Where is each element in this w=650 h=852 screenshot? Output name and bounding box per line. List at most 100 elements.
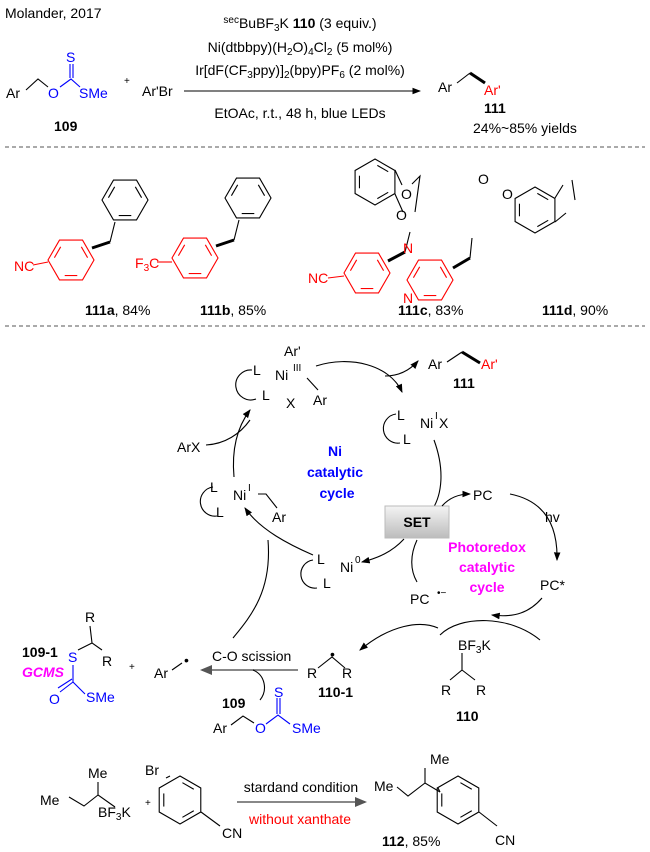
svg-text:O: O (396, 207, 407, 223)
excited-photocatalyst: PC* (540, 577, 565, 593)
benzene-ring (158, 775, 202, 825)
svg-text:Ar': Ar' (484, 82, 501, 98)
aryl-halide: ArX (177, 439, 201, 455)
product-111: Ar Ar' 111 24%~85% yields (438, 71, 577, 136)
condition-1: secBuBF3K 110 (3 equiv.) (223, 15, 376, 34)
svg-text:SMe: SMe (292, 720, 321, 736)
bond (478, 811, 498, 827)
svg-text:+: + (145, 798, 151, 809)
svg-text:Ar: Ar (428, 356, 442, 372)
svg-text:catalytic: catalytic (307, 464, 363, 480)
bond (215, 238, 235, 248)
svg-text:BF3K: BF3K (458, 637, 491, 656)
mechanism-product-111: Ar Ar' 111 (428, 350, 498, 391)
svg-text:Ar: Ar (313, 392, 327, 408)
bond (349, 259, 358, 271)
svg-text:NC: NC (14, 258, 34, 274)
svg-text:Photoredox: Photoredox (448, 539, 526, 555)
svg-text:III: III (293, 363, 301, 374)
svg-text:Ni: Ni (233, 487, 246, 503)
svg-text:109-1: 109-1 (22, 644, 58, 660)
bond (571, 179, 576, 201)
set-box (384, 505, 450, 539)
svg-text:X: X (439, 415, 449, 431)
svg-text:cycle: cycle (319, 485, 354, 501)
condition-2: Ni(dtbbpy)(H2O)4Cl2 (5 mol%) (208, 39, 393, 58)
bond (53, 246, 62, 258)
svg-text:N: N (403, 290, 413, 306)
svg-text:111: 111 (453, 375, 475, 391)
svg-text:PC: PC (410, 591, 429, 607)
svg-text:S: S (68, 649, 77, 665)
svg-text:L: L (397, 407, 405, 423)
benzene-ring (224, 177, 272, 219)
svg-text:Me: Me (88, 765, 108, 781)
svg-text:Ar': Ar' (481, 356, 498, 372)
svg-text:Ni: Ni (420, 415, 433, 431)
control-reactant-borate: Me Me BF3K (40, 765, 131, 823)
bond (404, 231, 411, 253)
svg-text:L: L (262, 387, 270, 403)
bond (204, 244, 213, 256)
benzene-ring (514, 186, 556, 234)
svg-text:•: • (330, 646, 335, 662)
aryl-bromide: Ar'Br (142, 83, 173, 99)
bond (182, 810, 195, 818)
svg-text:109: 109 (222, 695, 246, 711)
svg-text:L: L (403, 431, 411, 447)
svg-text:Me: Me (430, 751, 450, 767)
svg-text:F3C: F3C (135, 255, 159, 274)
svg-text:Me: Me (374, 778, 394, 794)
svg-text:Ar: Ar (213, 720, 227, 736)
bond (177, 244, 186, 256)
benzene-ring (436, 775, 480, 825)
bond (134, 186, 143, 198)
svg-text:X: X (286, 395, 296, 411)
benzene-ring (343, 252, 391, 294)
svg-text:S: S (66, 49, 75, 65)
control-product: 112, 85% (382, 833, 440, 849)
bond (537, 192, 549, 201)
bond (469, 237, 473, 259)
bond (439, 266, 448, 278)
svg-text:BF3K: BF3K (98, 804, 131, 823)
svg-text:O: O (502, 186, 513, 202)
svg-text:O: O (49, 691, 60, 707)
bond (412, 266, 421, 278)
bond (452, 256, 471, 270)
svg-text:GCMS: GCMS (22, 664, 65, 680)
svg-text:R: R (85, 609, 95, 625)
svg-text:R: R (441, 682, 451, 698)
reference: Molander, 2017 (5, 5, 102, 21)
bond (554, 184, 567, 223)
svg-text:SET: SET (403, 514, 431, 530)
svg-text:NC: NC (308, 270, 328, 286)
svg-text:catalytic: catalytic (459, 559, 515, 575)
example-111a: 111a, 84% (85, 302, 150, 318)
bond (411, 174, 421, 213)
bond (460, 782, 473, 790)
byproduct-109-1: 109-1 GCMS R R S O SMe (22, 609, 115, 707)
svg-text:•−: •− (437, 588, 447, 599)
example-111b: 111b, 85% (200, 302, 266, 318)
svg-text:+: + (124, 76, 130, 87)
svg-text:CN: CN (495, 832, 515, 848)
svg-text:111: 111 (484, 100, 506, 116)
bond (230, 184, 239, 196)
bond (109, 221, 116, 243)
compound-label: 109 (54, 118, 78, 134)
bond (32, 261, 49, 266)
example-111c: 111c, 83% (398, 302, 463, 318)
benzene-ring (101, 179, 149, 221)
bond (257, 184, 266, 196)
bond (233, 219, 240, 241)
svg-text:Ni: Ni (328, 443, 342, 459)
bond (182, 782, 195, 790)
svg-text:•: • (184, 652, 189, 668)
svg-text:L: L (216, 504, 224, 520)
svg-text:O: O (401, 186, 412, 202)
